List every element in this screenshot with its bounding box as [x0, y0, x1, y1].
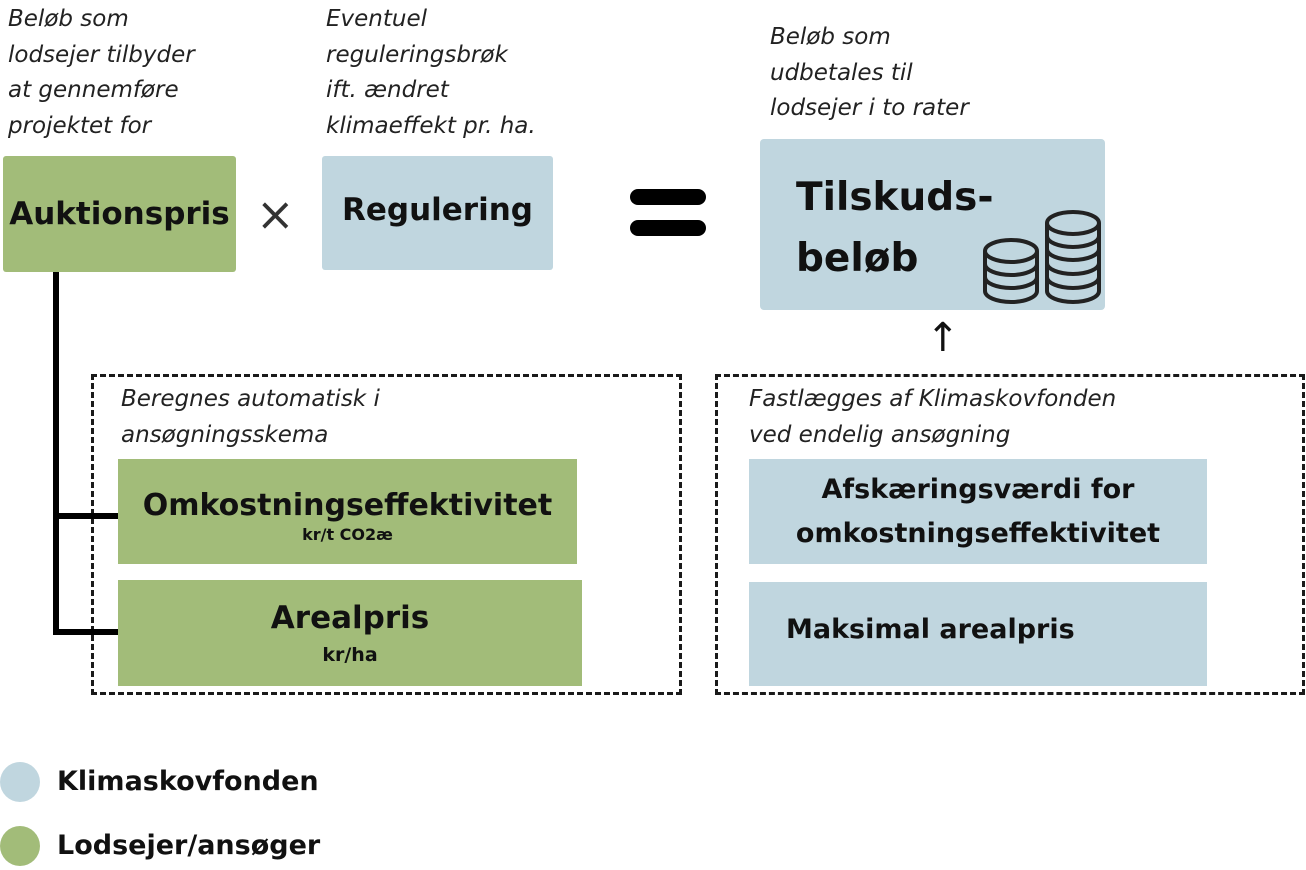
maksimal-label: Maksimal arealpris	[786, 613, 1075, 645]
arealpris-box: Arealpris kr/ha	[118, 580, 582, 686]
afskaering-label: Afskæringsværdi for omkostningseffektivi…	[795, 473, 1161, 549]
arealpris-unit: kr/ha	[322, 644, 378, 666]
arealpris-label: Arealpris	[270, 600, 430, 636]
multiply-symbol: ×	[256, 187, 295, 241]
tilskud-box: Tilskuds- beløb	[760, 139, 1105, 310]
arrow-up-icon: ↑	[926, 315, 960, 361]
regulering-caption: Eventuel reguleringsbrøk ift. ændret kli…	[326, 6, 536, 139]
tilskud-caption: Beløb som udbetales til lodsejer i to ra…	[770, 24, 969, 121]
legend-dot-klimaskovfonden	[0, 762, 40, 802]
connector-arealpris	[53, 629, 119, 635]
auktionspris-caption: Beløb som lodsejer tilbyder at gennemfør…	[8, 6, 195, 139]
legend-label-klimaskovfonden: Klimaskovfonden	[57, 766, 319, 797]
maksimal-box: Maksimal arealpris	[749, 582, 1207, 686]
omkostning-unit: kr/t CO2æ	[302, 524, 393, 544]
auktionspris-box: Auktionspris	[3, 156, 236, 272]
connector-omkostning	[53, 513, 119, 519]
right-group-caption: Fastlægges af Klimaskovfonden ved endeli…	[749, 386, 1117, 448]
left-group-caption: Beregnes automatisk i ansøgningsskema	[121, 386, 380, 448]
regulering-box: Regulering	[322, 156, 553, 270]
omkostning-box: Omkostningseffektivitet kr/t CO2æ	[118, 459, 577, 564]
connector-vertical	[53, 272, 59, 635]
regulering-label: Regulering	[342, 192, 533, 228]
legend-label-lodsejer: Lodsejer/ansøger	[57, 830, 321, 861]
coins-icon	[983, 210, 1101, 304]
right-group-frame	[715, 374, 1305, 695]
omkostning-label: Omkostningseffektivitet	[142, 487, 553, 523]
afskaering-box: Afskæringsværdi for omkostningseffektivi…	[749, 459, 1207, 564]
auktionspris-label: Auktionspris	[9, 196, 230, 232]
equals-icon	[630, 189, 706, 237]
left-group-frame	[91, 374, 682, 695]
tilskud-label: Tilskuds- beløb	[796, 175, 994, 281]
legend-dot-lodsejer	[0, 826, 40, 866]
